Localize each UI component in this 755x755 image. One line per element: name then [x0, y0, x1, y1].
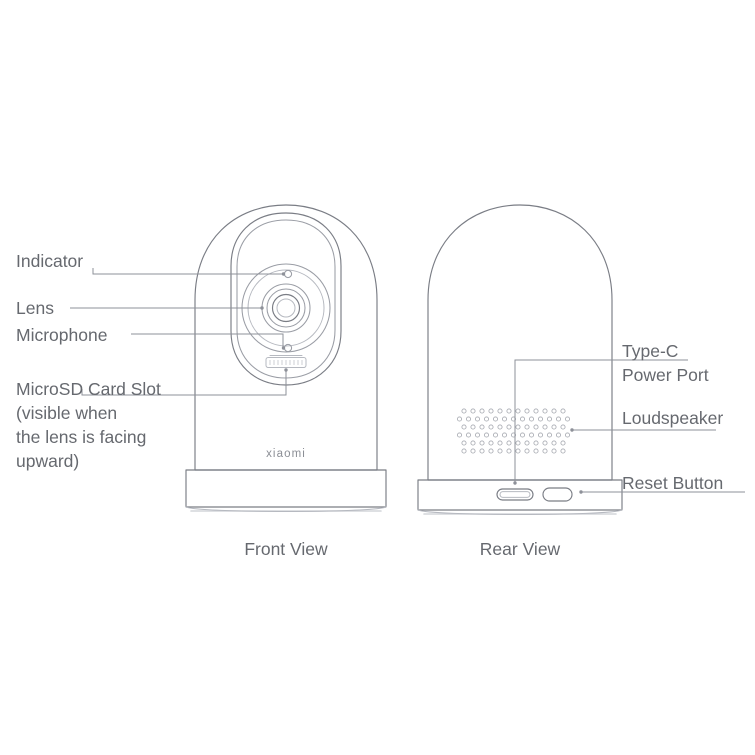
label-lens: Lens — [16, 298, 54, 318]
usb-type-c-port — [496, 488, 534, 501]
rear-body-outline — [427, 204, 613, 481]
left-labels: Indicator Lens Microphone MicroSD Card S… — [16, 251, 161, 471]
leader-microsd-dot — [284, 368, 288, 372]
front-base-pedestal — [185, 469, 387, 508]
speaker-grille — [456, 408, 571, 454]
rear-view-group: Rear View — [417, 204, 623, 559]
leader-lens-dot — [260, 306, 264, 310]
label-microsd-line-4: upward) — [16, 451, 79, 471]
rear-base-pedestal — [417, 479, 623, 511]
rear-view-caption: Rear View — [480, 539, 561, 559]
front-view-caption: Front View — [244, 539, 328, 559]
leader-reset-dot — [579, 490, 583, 494]
label-loudspeaker: Loudspeaker — [622, 408, 723, 428]
front-body-outline — [194, 204, 378, 471]
leader-microphone-dot — [281, 346, 286, 350]
leader-indicator — [92, 268, 283, 275]
leader-type-c — [514, 359, 688, 483]
reset-button — [542, 487, 573, 502]
label-type-c-line-2: Power Port — [622, 365, 709, 385]
leader-type-c-dot — [513, 481, 517, 485]
indicator-led — [283, 269, 293, 279]
camera-lens-ring-inner — [271, 293, 301, 323]
label-microphone: Microphone — [16, 325, 107, 345]
front-base-foot — [185, 506, 387, 512]
label-microsd-line-1: MicroSD Card Slot — [16, 379, 161, 399]
leader-indicator-dot — [281, 272, 286, 276]
camera-lens-ring-outer — [261, 283, 311, 333]
leader-microphone — [131, 333, 284, 348]
label-microsd-line-2: (visible when — [16, 403, 117, 423]
label-reset-button: Reset Button — [622, 473, 723, 493]
right-labels: Type-C Power Port Loudspeaker Reset Butt… — [622, 341, 723, 493]
rear-base-foot — [417, 509, 623, 515]
left-leader-lines — [70, 268, 288, 396]
label-microsd-line-3: the lens is facing — [16, 427, 146, 447]
label-indicator: Indicator — [16, 251, 83, 271]
camera-lens-glass — [276, 298, 296, 318]
front-brand-label: xiaomi — [266, 448, 306, 460]
right-leader-lines — [513, 359, 745, 494]
microsd-card-slot — [265, 355, 307, 368]
label-type-c-line-1: Type-C — [622, 341, 678, 361]
leader-loudspeaker-dot — [570, 428, 574, 432]
leader-microsd — [81, 370, 287, 396]
camera-lens-ring-mid — [266, 288, 306, 328]
